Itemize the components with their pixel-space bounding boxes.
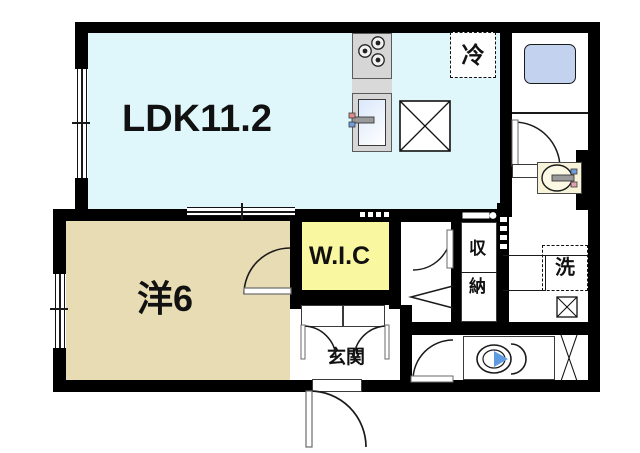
door-bedroom-icon[interactable] — [240, 244, 292, 296]
wall-wic-right — [389, 209, 401, 309]
wall-wic-bottom — [290, 290, 401, 305]
refrigerator-placement-box: 冷 — [450, 32, 496, 78]
washroom-step-vert — [545, 255, 547, 291]
bathtub — [524, 44, 576, 84]
bath-partition-line — [512, 112, 588, 114]
wic-shelf-hatch-icon — [360, 212, 389, 217]
closet-label-char1: 収 — [469, 239, 486, 258]
window-room-left-mullion — [50, 308, 68, 310]
wall-left-ldk-upper — [75, 22, 88, 69]
wall-washroom-left-lower — [497, 203, 512, 217]
toilet-side-panel-icon — [560, 334, 578, 382]
wall-wic-left — [290, 209, 302, 309]
western-room-fill — [66, 220, 290, 380]
washer-placement-box: 洗 — [542, 245, 588, 291]
wall-closet-right — [497, 215, 509, 327]
wic-label: W.I.C — [309, 242, 371, 270]
washbasin-icon — [541, 164, 578, 192]
wall-ldk-left-jog — [75, 209, 88, 221]
door-corridor-folding-icon[interactable] — [408, 285, 455, 309]
western-room-label: 洋6 — [137, 278, 194, 319]
wall-top-ldk — [75, 22, 512, 33]
ldk-label: LDK11.2 — [122, 98, 272, 140]
vent-marker-icon — [556, 296, 578, 318]
wall-toilet-top — [400, 322, 590, 335]
shoe-cabinet-right — [343, 305, 385, 327]
wall-corridor-right — [451, 215, 461, 327]
refrigerator-label: 冷 — [461, 41, 485, 68]
genkan-inner-doors-icon[interactable] — [300, 324, 390, 361]
entrance-threshold — [312, 379, 362, 392]
washer-label: 洗 — [555, 257, 575, 279]
door-corridor-lower-icon[interactable] — [410, 338, 455, 383]
toilet-fixture-icon — [476, 343, 527, 375]
door-corridor-upper-icon[interactable] — [411, 229, 454, 272]
window-room-left-sash — [59, 274, 61, 348]
wall-bath-left — [500, 22, 512, 214]
entrance-door-icon[interactable] — [305, 390, 368, 453]
wall-bottom-entry — [360, 380, 600, 392]
washroom-step-line — [503, 290, 545, 292]
wall-top-right — [500, 22, 600, 33]
genkan-label: 玄関 — [327, 347, 366, 368]
shoe-cabinet-left — [301, 305, 343, 327]
faucet-icon — [348, 112, 375, 128]
wall-right-outer — [588, 22, 600, 392]
closet-handle-icon — [462, 212, 497, 219]
dining-table-marker-icon — [399, 100, 451, 152]
wic-fill — [301, 222, 390, 290]
window-room-top-mullion — [241, 203, 243, 220]
wall-bottom-room — [53, 380, 303, 392]
closet-shelf-line — [461, 272, 497, 274]
stove-burners-icon — [358, 36, 385, 67]
closet-shelf-hatch-icon — [500, 217, 507, 249]
stove-unit — [352, 33, 392, 79]
wall-bottom-genkan-left — [290, 380, 312, 392]
window-ldk-left-mullion — [72, 122, 90, 124]
closet-label-char2: 納 — [469, 277, 486, 296]
wall-left-room-upper — [53, 209, 66, 274]
